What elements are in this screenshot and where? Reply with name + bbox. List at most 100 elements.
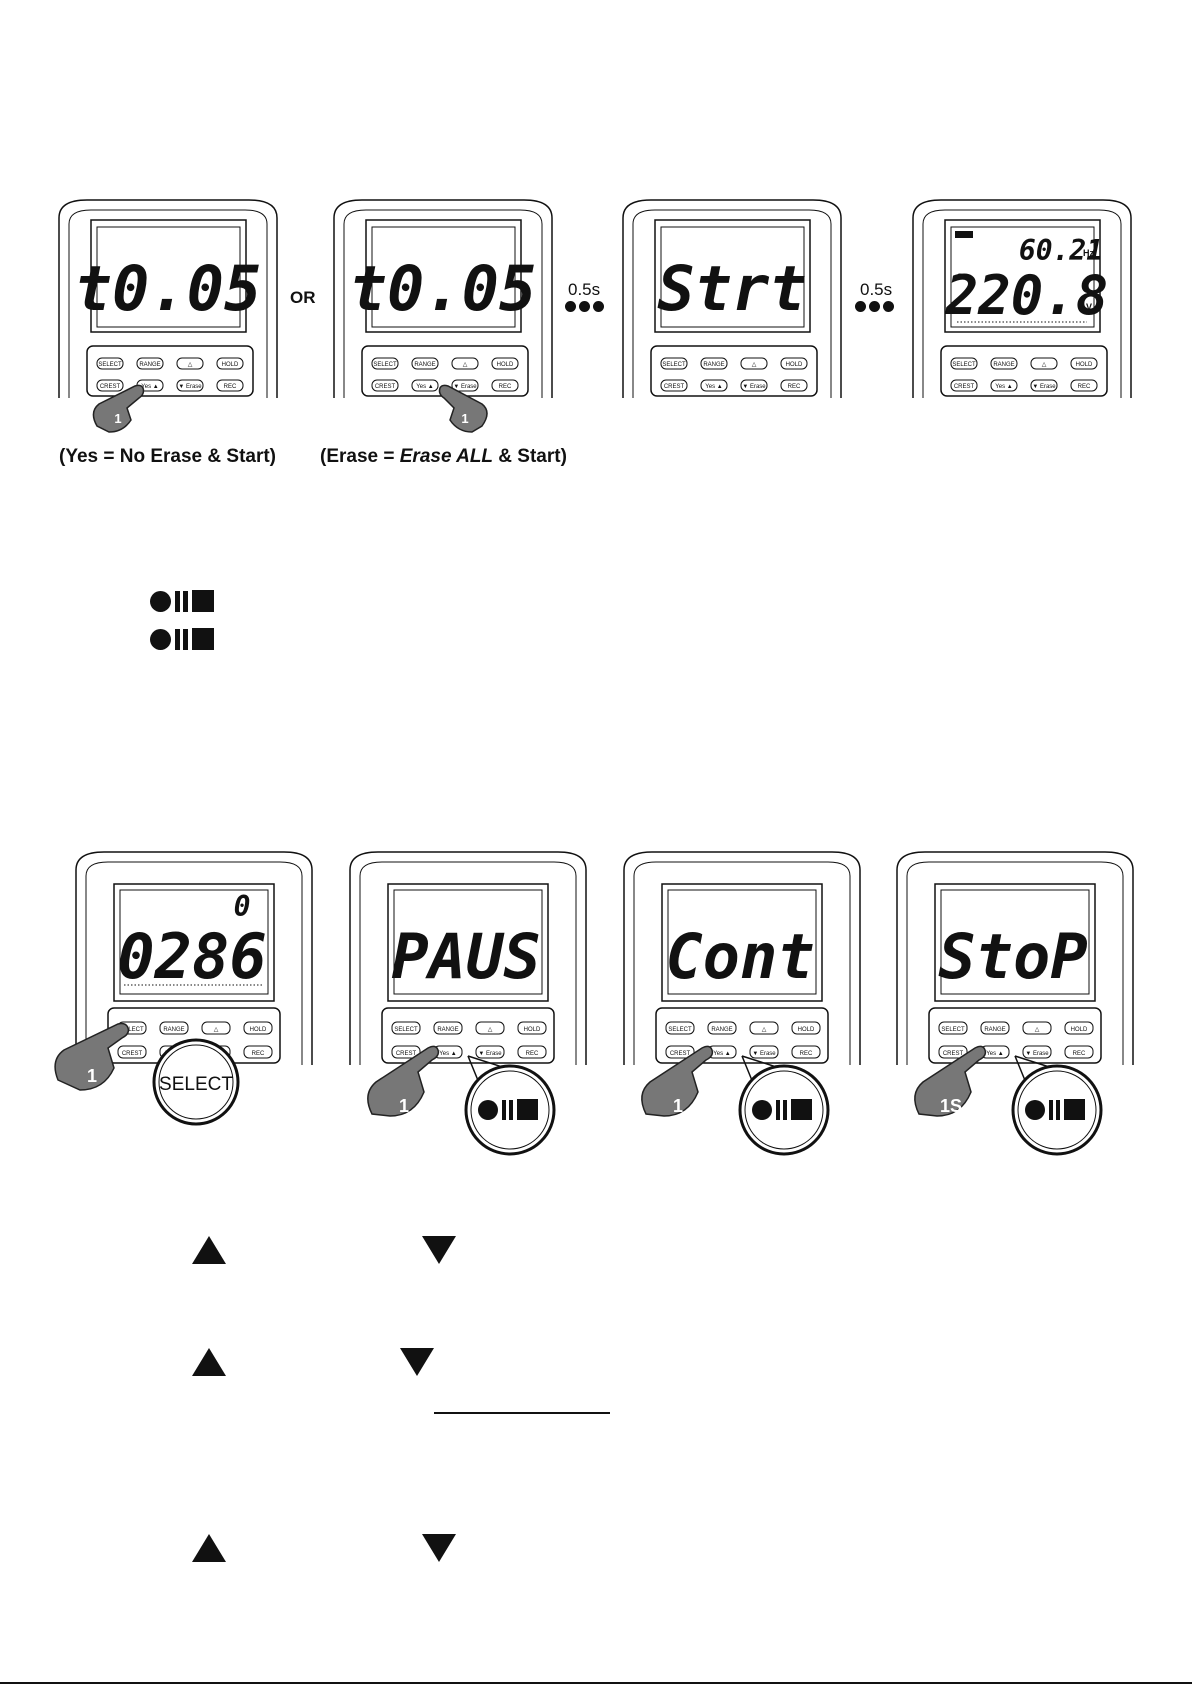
record-icon (150, 590, 171, 612)
lcd-text: Cont (665, 920, 814, 993)
svg-text:REC: REC (526, 1051, 539, 1057)
time-label-2: 0.5s (860, 280, 893, 299)
svg-text:HOLD: HOLD (1076, 362, 1093, 368)
lcd-text: t0.05 (350, 252, 537, 325)
or-label: OR (290, 288, 316, 307)
svg-text:REC: REC (1078, 384, 1091, 390)
svg-text:REC: REC (788, 384, 801, 390)
stop-icon (791, 1099, 812, 1120)
meter-3-start: Strt SELECT RANGE △ HOLD CREST Yes ▲ ▼ E… (621, 198, 843, 398)
svg-text:RANGE: RANGE (163, 1027, 184, 1033)
down-arrow-icon (422, 1236, 456, 1264)
down-arrow-icon (400, 1348, 434, 1376)
svg-text:REC: REC (252, 1051, 265, 1057)
svg-text:△: △ (1042, 362, 1047, 368)
record-pause-stop-symbol-2 (150, 628, 214, 650)
stop-icon (192, 628, 214, 650)
volt-label: V (1086, 302, 1092, 312)
svg-text:CREST: CREST (670, 1051, 691, 1057)
svg-text:Yes ▲: Yes ▲ (416, 384, 433, 390)
lcd-text: 220.8 (945, 264, 1109, 327)
svg-text:CREST: CREST (664, 384, 685, 390)
caption-erase: (Erase = Erase ALL & Start) (320, 446, 567, 467)
svg-text:RANGE: RANGE (437, 1027, 458, 1033)
svg-text:HOLD: HOLD (798, 1027, 815, 1033)
dots-separator-1 (565, 301, 604, 312)
finger-icon (641, 1045, 714, 1117)
finger-icon (438, 384, 488, 433)
lcd-subtext: 60.21 (1019, 234, 1103, 267)
svg-text:SELECT: SELECT (668, 1027, 692, 1033)
lcd-text: StoP (938, 920, 1087, 993)
svg-text:RANGE: RANGE (984, 1027, 1005, 1033)
stop-icon (192, 590, 214, 612)
svg-text:HOLD: HOLD (1071, 1027, 1088, 1033)
record-icon (752, 1100, 772, 1120)
underline-rule (434, 1412, 610, 1414)
record-pause-stop-symbol-1 (150, 590, 214, 612)
finger-icon (92, 384, 145, 433)
pause-icon (175, 628, 188, 650)
svg-text:Yes ▲: Yes ▲ (713, 1051, 730, 1057)
finger-icon (54, 1022, 130, 1091)
lcd-top-digit: 0 (234, 890, 251, 923)
svg-text:▼ Erase: ▼ Erase (752, 1051, 776, 1057)
svg-text:REC: REC (499, 384, 512, 390)
down-arrow-icon (422, 1534, 456, 1562)
svg-text:Yes ▲: Yes ▲ (141, 384, 158, 390)
svg-text:Yes ▲: Yes ▲ (995, 384, 1012, 390)
svg-text:RANGE: RANGE (993, 362, 1014, 368)
ac-symbol: ~ (957, 267, 966, 284)
svg-text:1: 1 (673, 1096, 683, 1116)
meter-d-stop: StoP SELECT RANGE △ HOLD CREST Yes ▲ ▼ E… (895, 850, 1135, 1160)
svg-text:△: △ (1035, 1027, 1040, 1033)
svg-text:HOLD: HOLD (222, 362, 239, 368)
record-icon (478, 1100, 498, 1120)
up-arrow-icon (192, 1348, 226, 1376)
svg-text:△: △ (488, 1027, 493, 1033)
svg-text:CREST: CREST (396, 1051, 417, 1057)
up-arrow-icon (192, 1534, 226, 1562)
svg-text:Yes ▲: Yes ▲ (705, 384, 722, 390)
svg-text:△: △ (762, 1027, 767, 1033)
svg-text:△: △ (463, 362, 468, 368)
pause-icon (175, 590, 188, 612)
svg-text:CREST: CREST (943, 1051, 964, 1057)
meter-b-pause: PAUS SELECT RANGE △ HOLD CREST Yes ▲ ▼ E… (348, 850, 588, 1160)
svg-text:△: △ (214, 1027, 219, 1033)
svg-text:REC: REC (800, 1051, 813, 1057)
svg-text:SELECT: SELECT (394, 1027, 418, 1033)
svg-text:HOLD: HOLD (524, 1027, 541, 1033)
meter-c-continue: Cont SELECT RANGE △ HOLD CREST Yes ▲ ▼ E… (622, 850, 862, 1160)
svg-text:REC: REC (224, 384, 237, 390)
svg-text:SELECT: SELECT (120, 1027, 144, 1033)
svg-text:CREST: CREST (375, 384, 396, 390)
pause-icon (1049, 1100, 1053, 1120)
svg-text:HOLD: HOLD (250, 1027, 267, 1033)
page-bottom-rule (0, 1682, 1192, 1684)
finger-icon (914, 1045, 987, 1117)
svg-text:CREST: CREST (100, 384, 121, 390)
time-label-1: 0.5s (568, 280, 601, 299)
svg-text:1: 1 (114, 411, 121, 426)
svg-text:1: 1 (461, 411, 468, 426)
record-icon (150, 628, 171, 650)
svg-text:Yes ▲: Yes ▲ (439, 1051, 456, 1057)
svg-text:△: △ (188, 362, 193, 368)
stop-icon (1064, 1099, 1085, 1120)
meter-4-recording: 60.21 Hz ~ 220.8 V SELECT RANGE △ HOLD C… (911, 198, 1133, 398)
lcd-text: t0.05 (75, 252, 262, 325)
svg-text:▼ Erase: ▼ Erase (178, 384, 202, 390)
dots-separator-2 (855, 301, 894, 312)
svg-text:▼ Erase: ▼ Erase (742, 384, 766, 390)
svg-text:Yes ▲: Yes ▲ (986, 1051, 1003, 1057)
svg-text:SELECT: SELECT (952, 362, 976, 368)
svg-text:HOLD: HOLD (497, 362, 514, 368)
svg-text:RANGE: RANGE (703, 362, 724, 368)
svg-text:RANGE: RANGE (414, 362, 435, 368)
pause-icon (776, 1100, 780, 1120)
hz-label: Hz (1083, 248, 1094, 258)
svg-text:1: 1 (399, 1096, 409, 1116)
stop-icon (517, 1099, 538, 1120)
meter-a-record-count: 0 0286 SELECT RANGE △ HOLD CREST Yes ▲ ▼… (54, 850, 314, 1160)
